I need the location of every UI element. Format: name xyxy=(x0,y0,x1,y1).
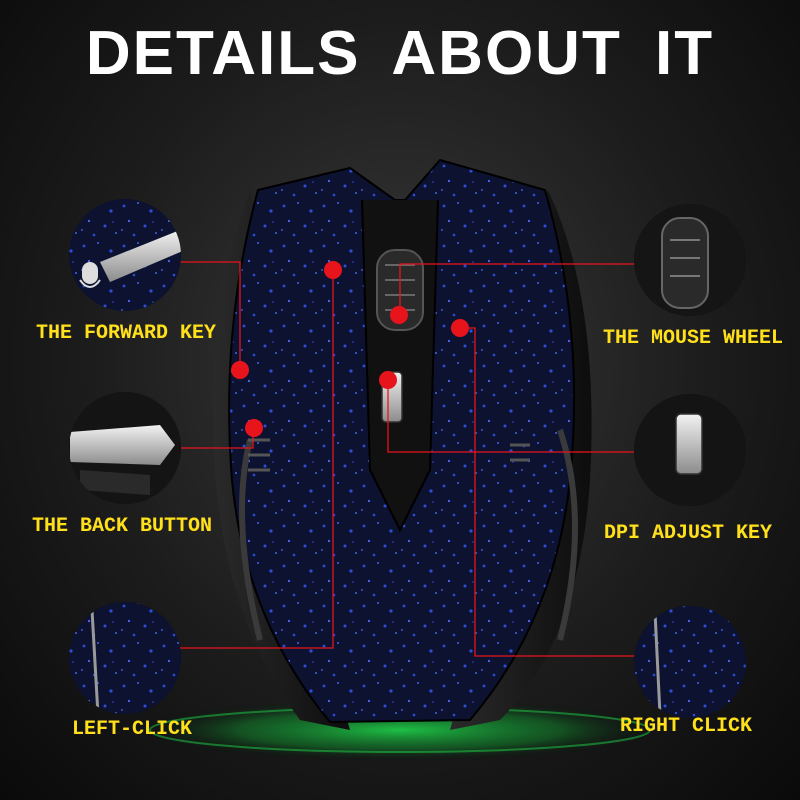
label-right-click: RIGHT CLICK xyxy=(620,715,753,738)
label-back-button: THE BACK BUTTON xyxy=(32,515,213,538)
mouse-body xyxy=(213,158,592,730)
pointer-dots xyxy=(231,261,469,437)
callout-forward-key xyxy=(69,199,181,311)
label-dpi-adjust: DPI ADJUST KEY xyxy=(604,522,773,545)
callout-left-click xyxy=(69,602,181,714)
label-forward-key: THE FORWARD KEY xyxy=(36,322,217,345)
callout-mouse-wheel xyxy=(634,204,746,316)
label-left-click: LEFT-CLICK xyxy=(72,718,193,741)
page-title: DETAILS ABOUT IT xyxy=(85,19,715,88)
callout-dpi-adjust xyxy=(634,394,746,506)
callout-right-click xyxy=(634,606,746,718)
callout-back-button xyxy=(69,392,181,504)
base-glow xyxy=(130,698,670,762)
label-mouse-wheel: THE MOUSE WHEEL xyxy=(603,327,784,350)
